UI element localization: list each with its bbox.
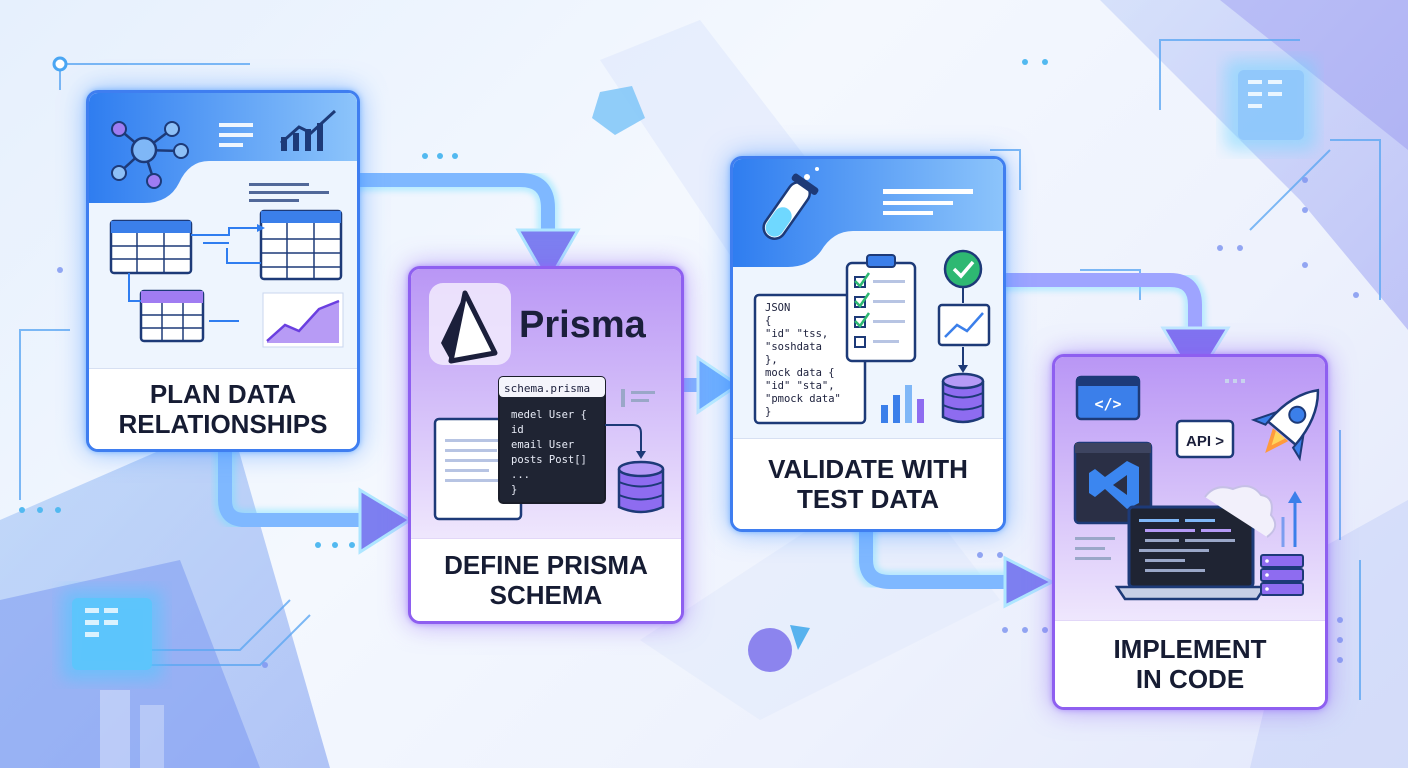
line-chart-icon: [280, 109, 337, 151]
implement-illustration: </> API >: [1055, 357, 1325, 622]
code-line: id: [511, 424, 524, 436]
json-line: JSON: [765, 302, 790, 314]
step-card-define-schema: Prisma schema.prisma medel User { id ema…: [408, 266, 684, 624]
step-label: IMPLEMENT IN CODE: [1055, 621, 1325, 707]
vscode-icon: [1073, 441, 1153, 525]
validate-illustration: JSON { "id" "tss, "soshdata }, mock data…: [733, 159, 1003, 440]
area-chart-icon: [262, 292, 344, 348]
json-line: },: [765, 354, 778, 366]
bar-chart-icon: [881, 385, 924, 423]
api-badge: API >: [1186, 433, 1224, 450]
step-card-plan-data: PLAN DATA RELATIONSHIPS: [86, 90, 360, 452]
code-line: email User: [511, 439, 574, 451]
step-card-implement: </> API >: [1052, 354, 1328, 710]
plan-data-illustration: [89, 93, 357, 370]
code-line: ...: [511, 469, 530, 481]
step-label: DEFINE PRISMA SCHEMA: [411, 539, 681, 621]
json-line: {: [765, 315, 771, 327]
code-line: medel User {: [511, 409, 587, 421]
code-line: }: [511, 484, 517, 496]
clipboard-checklist-icon: [845, 254, 917, 363]
step-label: PLAN DATA RELATIONSHIPS: [89, 369, 357, 449]
step-card-validate: JSON { "id" "tss, "soshdata }, mock data…: [730, 156, 1006, 532]
schema-file-name: schema.prisma: [504, 382, 590, 395]
json-line: "id" "sta",: [765, 380, 835, 392]
json-line: mock data {: [765, 367, 835, 379]
rocket-icon: [1250, 388, 1320, 462]
prisma-illustration: Prisma schema.prisma medel User { id ema…: [411, 269, 681, 540]
server-icon: [1260, 554, 1304, 596]
code-line: posts Post[]: [511, 454, 587, 466]
database-icon: [617, 460, 665, 514]
prisma-logo-icon: [429, 283, 511, 365]
code-window-icon: </>: [1075, 375, 1141, 421]
json-line: }: [765, 406, 771, 418]
database-icon: [941, 372, 985, 424]
test-tube-icon: [762, 167, 819, 240]
database-table-icon: [109, 219, 193, 275]
prisma-brand-text: Prisma: [519, 304, 647, 346]
upload-arrow-icon: [1281, 491, 1302, 547]
json-line: "soshdata: [765, 341, 822, 353]
network-graph-icon: [111, 121, 189, 189]
step-label: VALIDATE WITH TEST DATA: [733, 439, 1003, 529]
laptop-icon: [1114, 505, 1268, 601]
check-circle-icon: [943, 249, 983, 289]
code-tag-text: </>: [1094, 395, 1121, 413]
json-line: "pmock data": [765, 393, 841, 405]
json-line: "id" "tss,: [765, 328, 828, 340]
